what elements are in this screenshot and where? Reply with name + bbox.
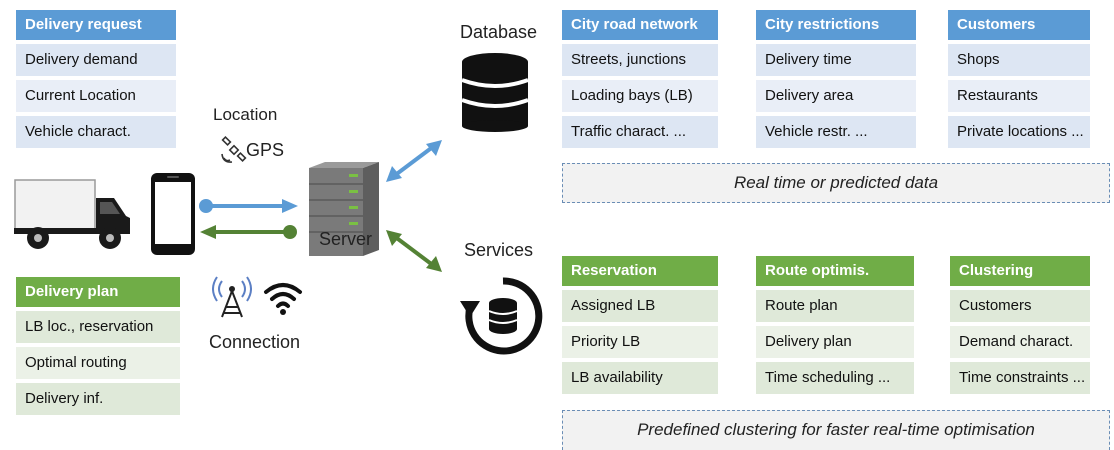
services-label: Services bbox=[464, 240, 534, 260]
database-label: Database bbox=[460, 22, 538, 42]
truck-icon bbox=[14, 179, 130, 249]
smartphone-icon bbox=[151, 173, 195, 255]
clustering-note-text: Predefined clustering for faster real-ti… bbox=[637, 420, 1035, 439]
delivery-request-row: Delivery demand bbox=[16, 44, 176, 76]
location-label: Location bbox=[213, 105, 278, 124]
database-table-row: Streets, junctions bbox=[562, 44, 718, 76]
database-table-row: Traffic charact. ... bbox=[562, 116, 718, 148]
services-table-row: Time constraints ... bbox=[950, 362, 1090, 394]
services-table: Clustering Customers Demand charact. Tim… bbox=[950, 256, 1090, 394]
delivery-request-row: Current Location bbox=[16, 80, 176, 112]
antenna-icon bbox=[212, 276, 252, 318]
services-arrow bbox=[386, 230, 442, 272]
gps-label: GPS bbox=[246, 140, 285, 160]
services-table-row: Priority LB bbox=[562, 326, 718, 358]
services-table: Route optimis. Route plan Delivery plan … bbox=[756, 256, 914, 394]
connection-label: Connection bbox=[209, 332, 301, 352]
services-table-row: Time scheduling ... bbox=[756, 362, 914, 394]
database-table: City road network Streets, junctions Loa… bbox=[562, 10, 718, 148]
satellite-icon bbox=[221, 136, 247, 163]
database-icon bbox=[461, 53, 529, 132]
database-table-header: City road network bbox=[562, 10, 718, 40]
realtime-note-text: Real time or predicted data bbox=[733, 173, 939, 192]
database-table-row: Loading bays (LB) bbox=[562, 80, 718, 112]
database-table: Customers Shops Restaurants Private loca… bbox=[948, 10, 1090, 148]
database-table-row: Private locations ... bbox=[948, 116, 1090, 148]
database-arrow bbox=[386, 140, 442, 182]
services-table-row: Demand charact. bbox=[950, 326, 1090, 358]
realtime-note: Real time or predicted data bbox=[562, 163, 1110, 203]
delivery-plan-header: Delivery plan bbox=[16, 277, 180, 307]
delivery-request-table: Delivery request Delivery demand Current… bbox=[16, 10, 176, 148]
services-table-row: Route plan bbox=[756, 290, 914, 322]
services-table-row: Delivery plan bbox=[756, 326, 914, 358]
services-icon bbox=[460, 277, 543, 355]
delivery-plan-row: Optimal routing bbox=[16, 347, 180, 379]
services-table-header: Route optimis. bbox=[756, 256, 914, 286]
delivery-plan-row: Delivery inf. bbox=[16, 383, 180, 415]
server-label: Server bbox=[319, 229, 373, 249]
database-table-row: Restaurants bbox=[948, 80, 1090, 112]
services-table-header: Clustering bbox=[950, 256, 1090, 286]
wifi-icon bbox=[264, 283, 302, 315]
services-table-row: Assigned LB bbox=[562, 290, 718, 322]
services-table: Reservation Assigned LB Priority LB LB a… bbox=[562, 256, 718, 394]
delivery-plan-row: LB loc., reservation bbox=[16, 311, 180, 343]
location-arrow bbox=[199, 199, 298, 239]
services-table-row: Customers bbox=[950, 290, 1090, 322]
database-table: City restrictions Delivery time Delivery… bbox=[756, 10, 916, 148]
services-table-row: LB availability bbox=[562, 362, 718, 394]
database-table-header: City restrictions bbox=[756, 10, 916, 40]
database-table-row: Shops bbox=[948, 44, 1090, 76]
delivery-request-header: Delivery request bbox=[16, 10, 176, 40]
database-table-header: Customers bbox=[948, 10, 1090, 40]
clustering-note: Predefined clustering for faster real-ti… bbox=[562, 410, 1110, 450]
database-table-row: Delivery time bbox=[756, 44, 916, 76]
database-table-row: Vehicle restr. ... bbox=[756, 116, 916, 148]
delivery-plan-table: Delivery plan LB loc., reservation Optim… bbox=[16, 277, 180, 415]
database-table-row: Delivery area bbox=[756, 80, 916, 112]
delivery-request-row: Vehicle charact. bbox=[16, 116, 176, 148]
server-icon bbox=[309, 162, 379, 256]
services-table-header: Reservation bbox=[562, 256, 718, 286]
